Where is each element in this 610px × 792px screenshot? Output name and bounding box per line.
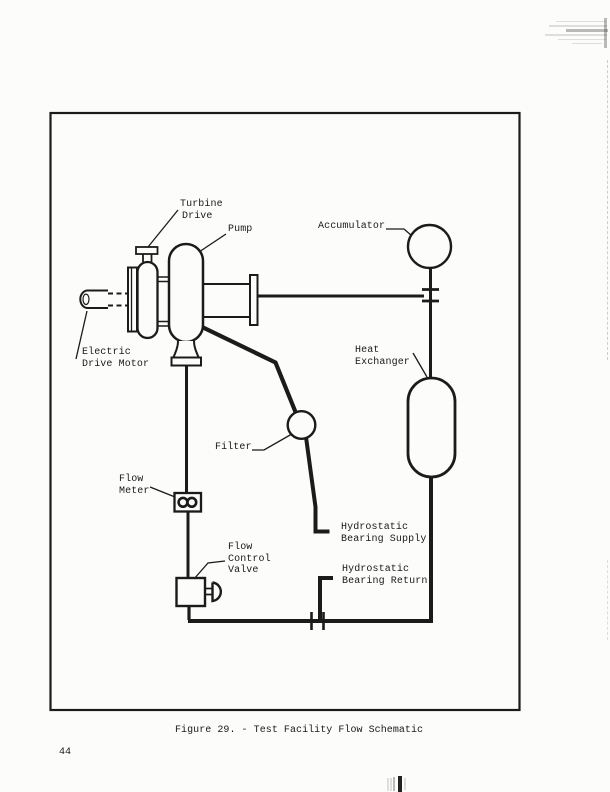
pump-to-filter-line [199,324,298,413]
heat-exchanger-symbol [406,376,457,479]
leader-electric-motor [75,310,88,360]
accumulator-symbol [406,223,453,270]
leader-pump [198,233,227,253]
figure-caption: Figure 29. - Test Facility Flow Schemati… [175,725,424,736]
page-number: 44 [59,747,72,758]
pump-discharge-pipe [203,274,259,326]
scan-edge-artifact-2 [607,560,608,640]
pump-symbol [167,242,205,367]
heat-exchanger-return-line [188,474,433,623]
filter-symbol [286,410,317,441]
leader-heat-exchanger [412,352,428,378]
electric-drive-motor-symbol [79,289,128,309]
leader-lines [75,209,428,580]
scan-edge-artifact [607,60,608,360]
leader-turbine-drive [147,209,179,248]
flow-meter-symbol [173,491,203,513]
union-fitting-upper [422,288,439,303]
coupling-pipes [158,276,170,327]
bearing-supply-line [304,436,330,534]
flow-control-valve-symbol [175,576,222,608]
leader-flow-control-valve [193,560,226,580]
leader-filter [252,433,292,451]
turbine-drive-symbol [127,246,159,340]
pump-label: Pump [228,224,253,235]
accumulator-label: Accumulator [318,221,386,232]
leader-accumulator [386,228,413,237]
leader-flow-meter [149,486,176,498]
figure-border [49,111,521,712]
bearing-return-line [318,576,333,619]
filter-label: Filter [215,442,252,453]
union-fitting-lower [310,612,325,630]
